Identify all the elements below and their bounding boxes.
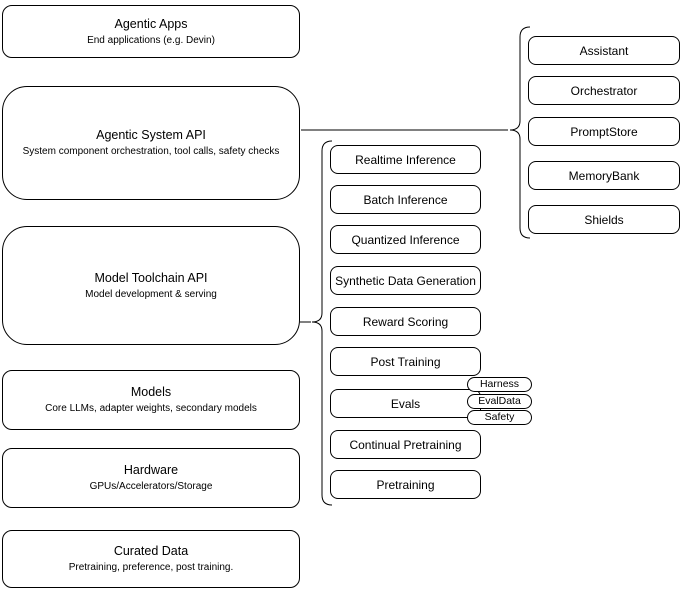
- layer-title: Agentic System API: [96, 128, 206, 142]
- toolchain-box-realtime-inference: Realtime Inference: [330, 145, 481, 174]
- component-box-promptstore: PromptStore: [528, 117, 680, 146]
- component-box-assistant: Assistant: [528, 36, 680, 65]
- toolchain-box-synthetic-data-generation: Synthetic Data Generation: [330, 266, 481, 295]
- layer-subtitle: System component orchestration, tool cal…: [22, 146, 280, 157]
- layer-box-curated-data: Curated Data Pretraining, preference, po…: [2, 530, 300, 588]
- layer-subtitle: Core LLMs, adapter weights, secondary mo…: [45, 403, 257, 414]
- toolchain-box-reward-scoring: Reward Scoring: [330, 307, 481, 336]
- toolchain-box-quantized-inference: Quantized Inference: [330, 225, 481, 254]
- toolchain-box-batch-inference: Batch Inference: [330, 185, 481, 214]
- layer-subtitle: Model development & serving: [85, 288, 217, 300]
- layer-subtitle: GPUs/Accelerators/Storage: [89, 481, 213, 492]
- components-curly-brace: [509, 26, 531, 239]
- layer-subtitle: End applications (e.g. Devin): [87, 34, 215, 46]
- toolchain-box-continual-pretraining: Continual Pretraining: [330, 430, 481, 459]
- layer-box-hardware: Hardware GPUs/Accelerators/Storage: [2, 448, 300, 508]
- toolchain-box-evals: Evals: [330, 389, 481, 418]
- toolchain-box-pretraining: Pretraining: [330, 470, 481, 499]
- component-box-orchestrator: Orchestrator: [528, 76, 680, 105]
- eval-tag-harness: Harness: [467, 377, 532, 392]
- layer-title: Model Toolchain API: [94, 270, 208, 285]
- eval-tag-safety: Safety: [467, 410, 532, 425]
- layer-box-model-toolchain-api: Model Toolchain API Model development & …: [2, 226, 300, 345]
- layer-title: Agentic Apps: [114, 16, 188, 31]
- layer-subtitle: Pretraining, preference, post training.: [68, 562, 234, 573]
- layer-title: Hardware: [123, 463, 179, 477]
- toolchain-curly-brace: [311, 140, 333, 506]
- layer-box-models: Models Core LLMs, adapter weights, secon…: [2, 370, 300, 430]
- layer-title: Curated Data: [113, 544, 189, 558]
- toolchain-box-post-training: Post Training: [330, 347, 481, 376]
- eval-tag-evaldata: EvalData: [467, 394, 532, 409]
- component-box-memorybank: MemoryBank: [528, 161, 680, 190]
- layer-box-agentic-apps: Agentic Apps End applications (e.g. Devi…: [2, 5, 300, 58]
- layer-title: Models: [130, 385, 172, 399]
- layer-box-agentic-system-api: Agentic System API System component orch…: [2, 86, 300, 200]
- component-box-shields: Shields: [528, 205, 680, 234]
